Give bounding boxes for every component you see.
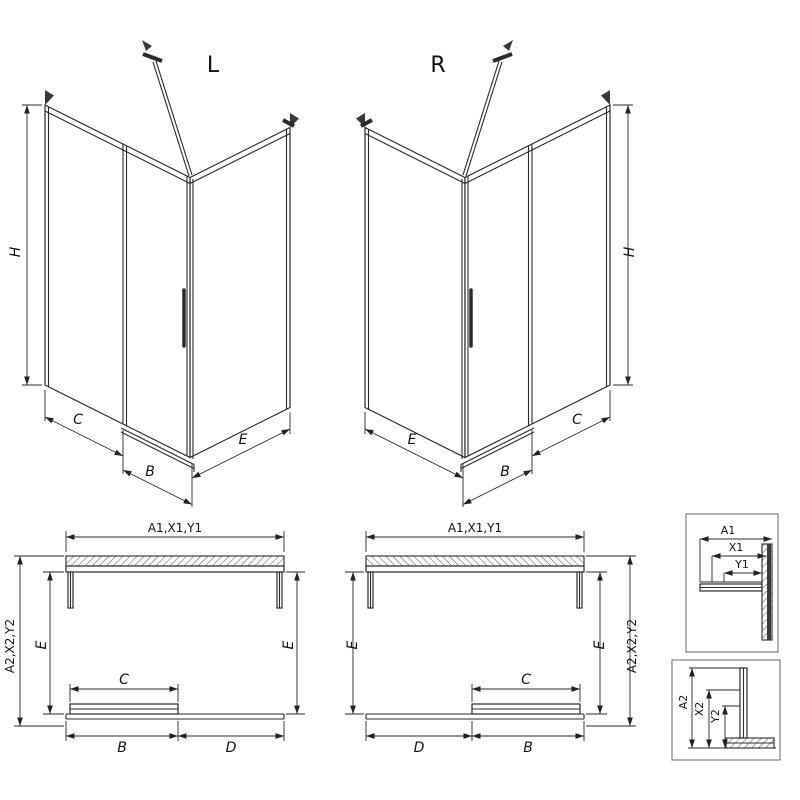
plan-view-l: A1,X1,Y1 A2,X2,Y2 E E C B D	[3, 521, 305, 756]
plan-r-depth-dim: A2,X2,Y2	[625, 619, 639, 673]
plan-r-b: B	[523, 740, 533, 756]
dim-label-b-right: B	[500, 464, 510, 480]
detail-view-wall-profile: A1 X1 Y1	[685, 513, 779, 653]
dim-label-c-right: C	[572, 412, 582, 428]
variant-title-r: R	[430, 53, 445, 78]
plan-l-depth-dim: A2,X2,Y2	[3, 619, 17, 673]
dim-label-h-left: H	[8, 246, 24, 257]
detail-y1-label: Y1	[734, 558, 749, 571]
detail-a2-label: A2	[677, 695, 690, 710]
dim-label-b-left: B	[145, 464, 155, 480]
plan-view-r: A1,X1,Y1 A2,X2,Y2 E E C B D	[345, 521, 639, 756]
detail-view-floor-rail: A2 X2 Y2	[671, 659, 781, 761]
dim-label-e-left: E	[239, 432, 248, 448]
plan-r-e-right: E	[592, 640, 608, 649]
plan-r-d: D	[414, 740, 425, 756]
plan-r-c: C	[521, 672, 531, 688]
detail-y2-label: Y2	[709, 709, 722, 724]
isometric-view-r: R H C B E	[356, 40, 638, 507]
detail-a1-label: A1	[721, 524, 736, 537]
dim-label-c-left: C	[73, 412, 83, 428]
plan-l-e-right: E	[281, 640, 297, 649]
plan-l-e-left: E	[34, 640, 50, 649]
dim-label-h-right: H	[622, 246, 638, 257]
detail-x2-label: X2	[693, 702, 706, 717]
plan-l-width-dim: A1,X1,Y1	[148, 521, 202, 535]
plan-l-b: B	[117, 740, 127, 756]
plan-r-e-left: E	[345, 640, 361, 649]
detail-x1-label: X1	[729, 541, 744, 554]
plan-r-width-dim: A1,X1,Y1	[448, 521, 502, 535]
dim-label-e-right: E	[408, 432, 417, 448]
isometric-view-l: L H C B E	[8, 40, 299, 507]
variant-title-l: L	[207, 53, 220, 78]
plan-l-c: C	[119, 672, 129, 688]
plan-l-d: D	[226, 740, 237, 756]
